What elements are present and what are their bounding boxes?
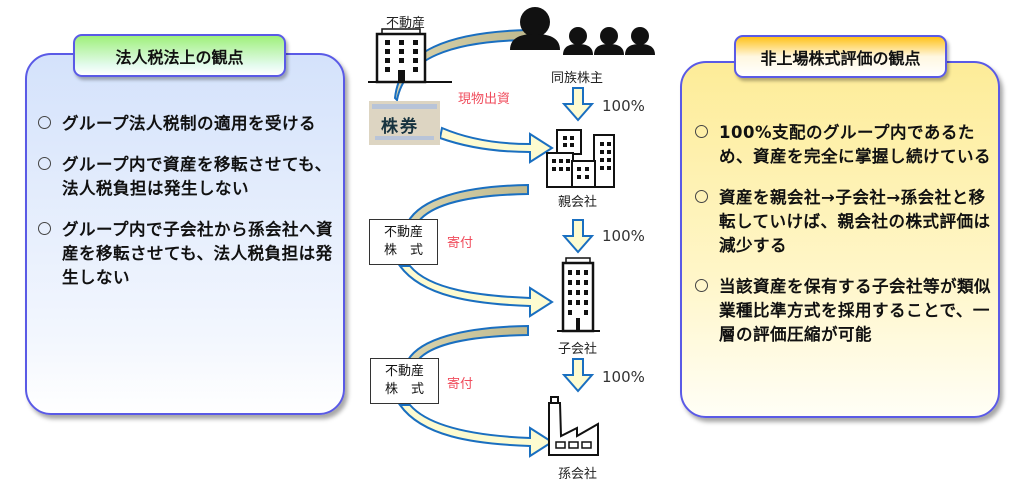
corporate-tax-points: グループ法人税制の適用を受ける グループ内で資産を移転させても、法人税負担は発生… [36,112,336,307]
factory-icon [548,396,599,456]
valuation-point: 100%支配のグループ内であるため、資産を完全に掌握し続けている [693,121,993,169]
down-arrow-icon [561,358,595,393]
donation-label: 寄付 [447,377,474,392]
shareholders-icon [510,7,655,55]
corporate-tax-point: グループ内で子会社から孫会社へ資産を移転させても、法人税負担は発生しない [36,218,336,290]
contribution-curve-arrow [393,28,529,103]
circle-bullet-icon [693,186,719,203]
circle-bullet-icon [36,153,62,170]
transfer-asset-box: 不動産 株 式 [369,219,438,265]
circle-bullet-icon [693,275,719,292]
unlisted-stock-valuation-panel [680,61,1000,418]
contribution-label: 現物出資 [458,92,511,107]
down-arrow-icon [561,87,595,122]
unlisted-stock-valuation-title: 非上場株式評価の観点 [734,35,947,78]
shareholders-label: 同族株主 [551,71,604,86]
valuation-point: 当該資産を保有する子会社等が類似業種比準方式を採用することで、一層の評価圧縮が可… [693,275,993,347]
ownership-percentage: 100% [602,97,645,115]
unlisted-stock-valuation-points: 100%支配のグループ内であるため、資産を完全に掌握し続けている 資産を親会社→… [693,121,993,364]
ownership-percentage: 100% [602,227,645,245]
real-estate-label: 不動産 [386,16,426,31]
corporate-tax-point: グループ法人税制の適用を受ける [36,112,336,136]
corporate-tax-point: グループ内で資産を移転させても、法人税負担は発生しない [36,153,336,201]
ownership-percentage: 100% [602,368,645,386]
parent-to-transfer-curve [406,183,529,223]
circle-bullet-icon [36,218,62,235]
subsidiary-company-icon [557,257,600,333]
subsidiary-label: 子会社 [558,342,598,357]
certificate-to-parent-arrow [438,126,554,164]
transfer-to-grandchild-arrow [398,404,554,458]
corporate-tax-title: 法人税法上の観点 [73,34,286,77]
down-arrow-icon [561,219,595,254]
circle-bullet-icon [36,112,62,129]
subsidiary-to-transfer-curve [406,324,529,361]
valuation-point: 資産を親会社→子会社→孫会社と移転していけば、親会社の株式評価は減少する [693,186,993,258]
stock-certificate-icon [369,101,440,145]
parent-company-label: 親会社 [558,195,598,210]
corporate-tax-panel [25,53,345,415]
donation-label: 寄付 [447,236,474,251]
grandchild-label: 孫会社 [558,467,598,482]
parent-company-icon [546,129,615,188]
circle-bullet-icon [693,121,719,138]
transfer-asset-box: 不動産 株 式 [370,358,439,404]
building-icon [368,28,452,84]
stock-certificate-label: 株券 [381,117,419,137]
transfer-to-subsidiary-arrow [398,265,554,318]
